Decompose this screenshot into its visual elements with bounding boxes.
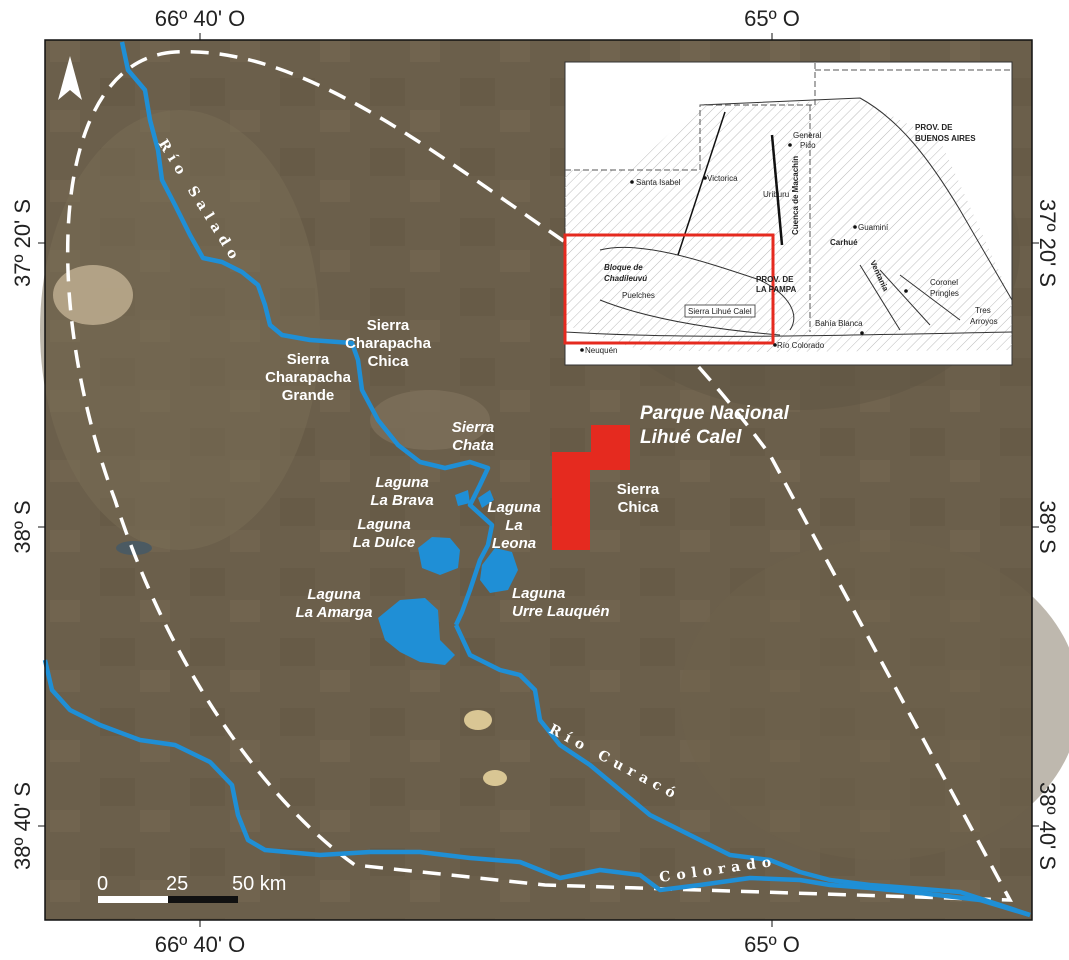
study-area-outline bbox=[65, 49, 1013, 902]
right-label-1: 37º 20' S bbox=[1035, 199, 1060, 287]
inset-town-rio-colorado: Río Colorado bbox=[777, 341, 825, 350]
inset-prov-ba-2: BUENOS AIRES bbox=[915, 134, 976, 143]
inset-town-general: General bbox=[793, 131, 822, 140]
inset-bloque-1: Bloque de bbox=[604, 263, 643, 272]
label-la-leona-3: Leona bbox=[492, 535, 536, 552]
inset-town-victorica: Victorica bbox=[707, 174, 738, 183]
left-label-2: 38º S bbox=[10, 500, 35, 553]
park-name-line1: Parque Nacional bbox=[640, 403, 790, 424]
lagoons bbox=[378, 490, 518, 665]
inset-bloque-2: Chadileuvú bbox=[604, 274, 647, 283]
scale-tick-50: 50 km bbox=[232, 873, 286, 895]
park-name-line2: Lihué Calel bbox=[640, 427, 742, 448]
left-label-1: 37º 20' S bbox=[10, 199, 35, 287]
laguna-la-brava-shape bbox=[455, 490, 494, 508]
inset-town-uriburu: Uriburu bbox=[763, 190, 789, 199]
laguna-la-dulce-shape bbox=[418, 537, 460, 575]
label-sierra-chata-2: Chata bbox=[452, 437, 494, 454]
label-charapacha-grande-3: Grande bbox=[282, 387, 335, 404]
label-la-leona-1: Laguna bbox=[487, 499, 540, 516]
label-charapacha-grande-2: Charapacha bbox=[265, 369, 352, 386]
inset-town-puelches: Puelches bbox=[622, 291, 655, 300]
inset-prov-ba-1: PROV. DE bbox=[915, 123, 953, 132]
label-sierra-chica-1: Sierra bbox=[617, 481, 660, 498]
label-la-brava-1: Laguna bbox=[375, 474, 428, 491]
scale-tick-25: 25 bbox=[166, 873, 188, 895]
scale-bar: 0 25 50 km bbox=[97, 873, 286, 903]
bottom-label-2: 65º O bbox=[744, 932, 800, 957]
inset-box-label: Sierra Lihué Calel bbox=[688, 307, 752, 316]
label-charapacha-chica-1: Sierra bbox=[367, 317, 410, 334]
label-sierra-chata-1: Sierra bbox=[452, 419, 495, 436]
label-urre-lauquen-2: Urre Lauquén bbox=[512, 603, 610, 620]
north-arrow-icon bbox=[58, 56, 82, 100]
inset-town-pico: Pico bbox=[800, 141, 816, 150]
graticule-labels: 66º 40' O 65º O 66º 40' O 65º O 37º 20' … bbox=[10, 6, 1060, 957]
laguna-la-amarga-shape bbox=[378, 598, 455, 665]
label-sierra-chica-2: Chica bbox=[618, 499, 660, 516]
park-polygon bbox=[552, 425, 630, 550]
inset-town-santa-isabel: Santa Isabel bbox=[636, 178, 681, 187]
inset-town-pringles: Pringles bbox=[930, 289, 959, 298]
left-label-3: 38º 40' S bbox=[10, 782, 35, 870]
map-frame bbox=[44, 39, 1033, 921]
label-urre-lauquen-1: Laguna bbox=[512, 585, 565, 602]
right-label-2: 38º S bbox=[1035, 500, 1060, 553]
label-charapacha-chica-3: Chica bbox=[368, 353, 410, 370]
inset-town-tres: Tres bbox=[975, 306, 991, 315]
scale-tick-0: 0 bbox=[97, 873, 108, 895]
inset-cuenca: Cuenca de Macachín bbox=[791, 156, 800, 235]
inset-town-neuquen: Neuquén bbox=[585, 346, 617, 355]
label-la-leona-2: La bbox=[505, 517, 523, 534]
top-label-2: 65º O bbox=[744, 6, 800, 31]
inset-prov-lp-1: PROV. DE bbox=[756, 275, 794, 284]
bottom-label-1: 66º 40' O bbox=[155, 932, 246, 957]
river-network bbox=[42, 41, 1031, 918]
inset-town-coronel: Coronel bbox=[930, 278, 958, 287]
inset-town-guamini: Guaminí bbox=[858, 223, 889, 232]
top-label-1: 66º 40' O bbox=[155, 6, 246, 31]
label-la-dulce-2: La Dulce bbox=[353, 534, 416, 551]
label-la-amarga-2: La Amarga bbox=[296, 604, 373, 621]
inset-prov-lp-2: LA PAMPA bbox=[756, 285, 797, 294]
label-la-brava-2: La Brava bbox=[370, 492, 433, 509]
inset-map: PROV. DE BUENOS AIRES PROV. DE LA PAMPA … bbox=[563, 61, 1013, 366]
label-charapacha-chica-2: Charapacha bbox=[345, 335, 432, 352]
right-label-3: 38º 40' S bbox=[1035, 782, 1060, 870]
label-la-dulce-1: Laguna bbox=[357, 516, 410, 533]
label-la-amarga-1: Laguna bbox=[307, 586, 360, 603]
inset-town-bahia-blanca: Bahía Blanca bbox=[815, 319, 863, 328]
label-charapacha-grande-1: Sierra bbox=[287, 351, 330, 368]
inset-town-carhue: Carhué bbox=[830, 238, 858, 247]
laguna-urre-lauquen-shape bbox=[480, 548, 518, 593]
inset-town-arroyos: Arroyos bbox=[970, 317, 998, 326]
